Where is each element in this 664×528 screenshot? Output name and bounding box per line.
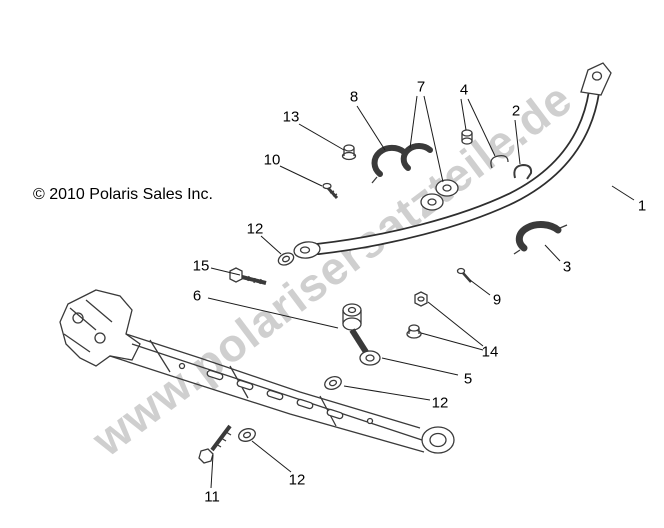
bushing-clamp-drawing <box>400 143 459 211</box>
callout-5: 5 <box>463 370 473 388</box>
washer-upper-drawing <box>277 252 295 266</box>
link-assembly-drawing <box>342 303 381 366</box>
callout-4: 4 <box>459 81 469 99</box>
retainer-clip-drawing <box>513 163 533 180</box>
callout-13: 13 <box>282 108 300 126</box>
callout-3: 3 <box>562 258 572 276</box>
callout-10: 10 <box>263 151 281 169</box>
callout-2: 2 <box>511 102 521 120</box>
flanged-nut-drawing <box>341 144 357 161</box>
sway-bar-drawing <box>293 62 612 259</box>
callout-8: 8 <box>349 88 359 106</box>
washer-mid-drawing <box>324 376 342 390</box>
leader-lines <box>207 95 635 489</box>
bolt-11-drawing <box>198 424 232 464</box>
small-bolt-drawing <box>322 182 339 200</box>
callout-7: 7 <box>416 78 426 96</box>
saddle-bracket-drawing <box>513 221 568 255</box>
spacer-clip-drawing <box>461 129 509 169</box>
copyright-text: © 2010 Polaris Sales Inc. <box>33 186 213 203</box>
washer-lower-drawing <box>238 428 256 442</box>
callout-15: 15 <box>192 257 210 275</box>
callout-12b: 12 <box>431 394 449 412</box>
callout-12a: 12 <box>246 220 264 238</box>
small-screw-drawing <box>456 267 472 283</box>
nuts-drawing <box>406 291 428 339</box>
callout-1: 1 <box>637 197 647 215</box>
rear-frame-drawing <box>59 289 455 454</box>
callout-11: 11 <box>204 488 220 506</box>
callout-12c: 12 <box>288 471 306 489</box>
callout-9: 9 <box>492 291 502 309</box>
callout-14: 14 <box>481 343 499 361</box>
bolt-15-drawing <box>229 267 267 285</box>
callout-6: 6 <box>192 287 202 305</box>
